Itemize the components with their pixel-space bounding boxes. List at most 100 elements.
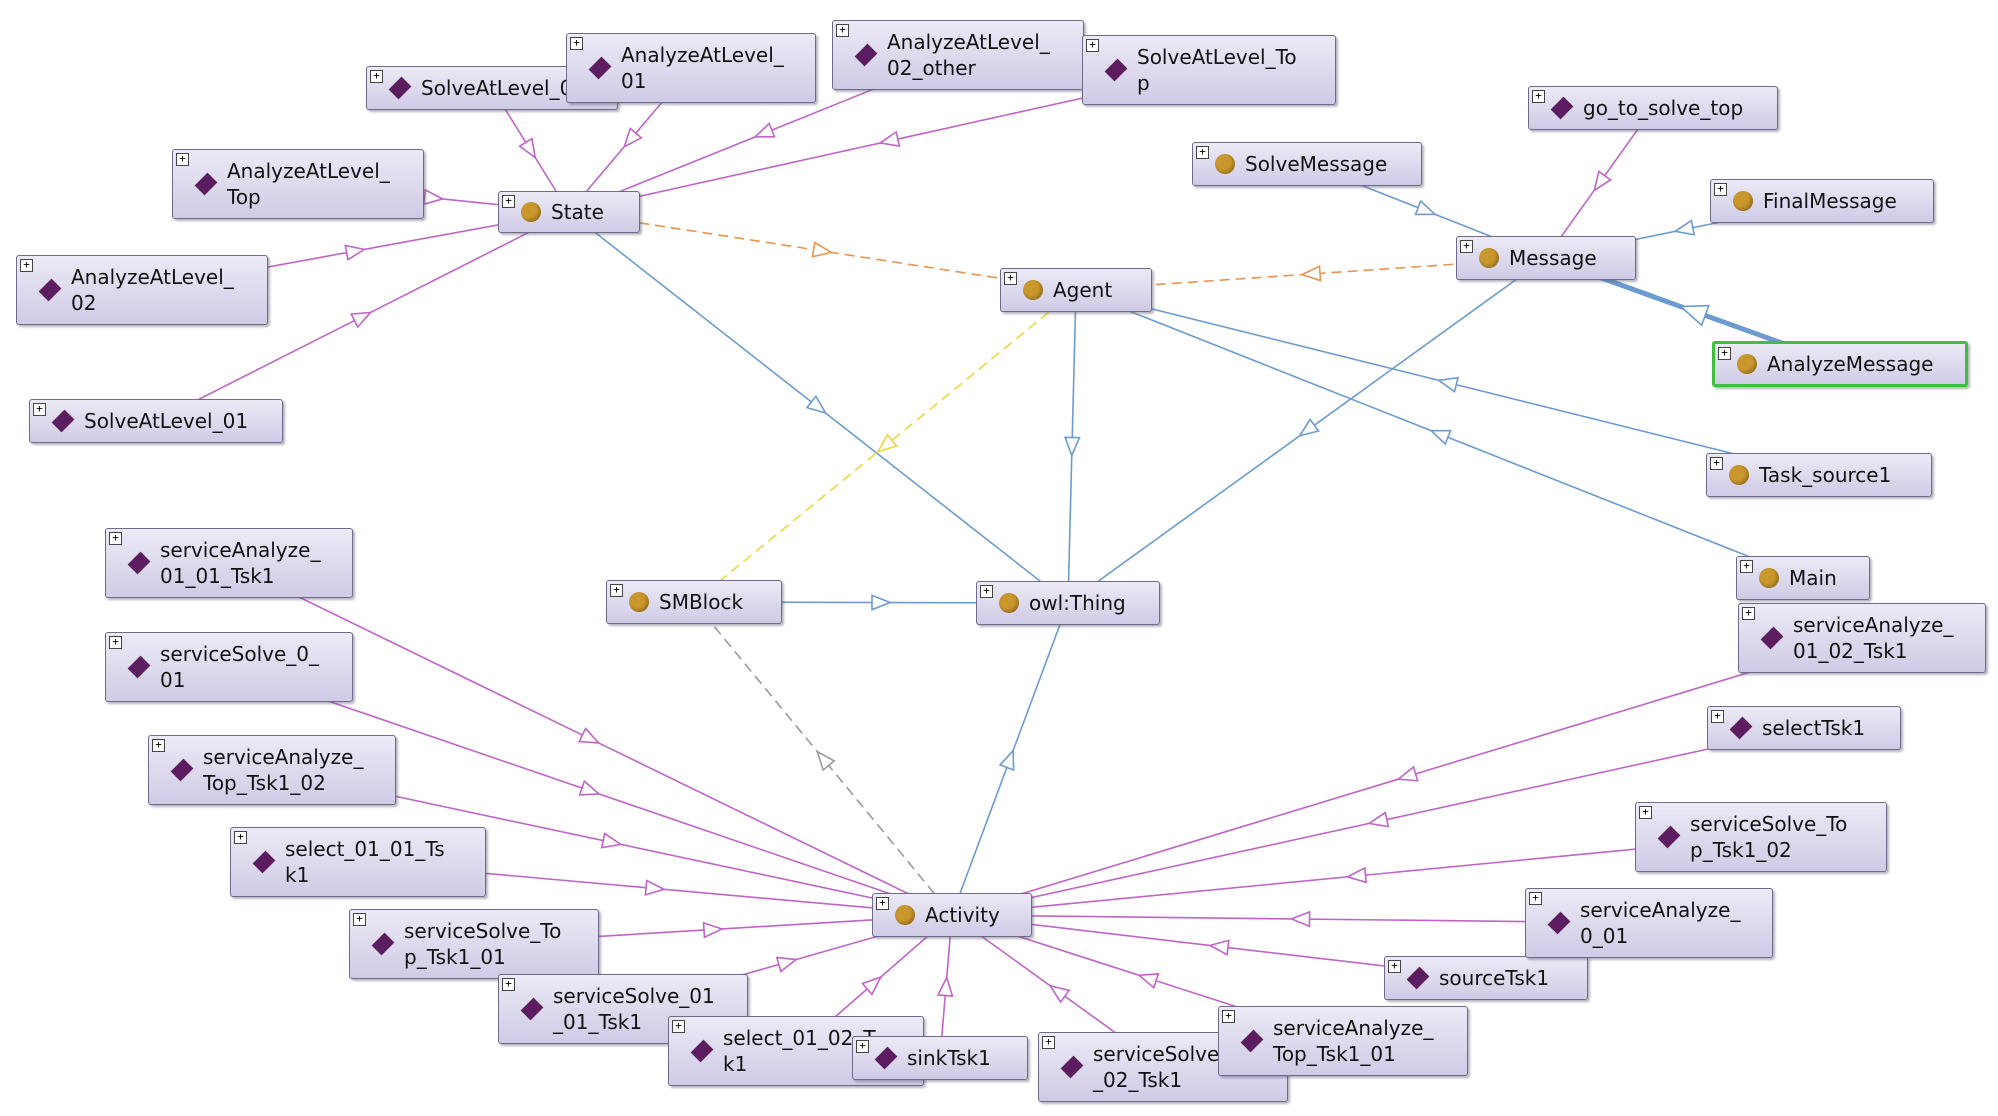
class-node-main[interactable]: + Main <box>1736 556 1870 600</box>
individual-node-serviceanalyze_top_tsk1_01[interactable]: +serviceAnalyze_ Top_Tsk1_01 <box>1218 1006 1468 1076</box>
node-label: State <box>551 200 604 224</box>
class-node-state[interactable]: + State <box>498 191 640 233</box>
expand-icon[interactable]: + <box>1639 806 1652 819</box>
expand-icon[interactable]: + <box>856 1040 869 1053</box>
node-label: serviceSolve_0_ 01 <box>160 642 319 692</box>
class-node-analyzemessage[interactable]: + AnalyzeMessage <box>1712 341 1968 387</box>
individual-node-servicesolve_0_01[interactable]: + serviceSolve_0_ 01 <box>105 632 353 702</box>
individual-node-servicesolve_top_tsk1_01[interactable]: +serviceSolve_To p_Tsk1_01 <box>349 909 599 979</box>
class-circle-icon <box>1215 154 1235 174</box>
individual-diamond-icon <box>51 409 75 433</box>
expand-icon[interactable]: + <box>1086 39 1099 52</box>
node-label: SolveAtLevel_0 <box>421 76 573 100</box>
individual-diamond-icon <box>1104 58 1128 82</box>
class-node-owlthing[interactable]: +owl:Thing <box>976 581 1160 625</box>
expand-icon[interactable]: + <box>1222 1010 1235 1023</box>
expand-icon[interactable]: + <box>1740 560 1753 573</box>
edge-arrowhead <box>1436 376 1460 394</box>
edge-arrowhead <box>753 122 776 138</box>
node-label: serviceAnalyze_ 01_02_Tsk1 <box>1793 613 1954 663</box>
node-label: sourceTsk1 <box>1439 966 1550 990</box>
expand-icon[interactable]: + <box>1711 710 1724 723</box>
individual-node-servicesolve_top_tsk1_02[interactable]: +serviceSolve_To p_Tsk1_02 <box>1635 802 1887 872</box>
individual-node-go_to_solve_top[interactable]: + go_to_solve_top <box>1528 86 1778 130</box>
class-node-activity[interactable]: +Activity <box>872 893 1032 937</box>
class-node-finalmessage[interactable]: +FinalMessage <box>1710 179 1934 223</box>
individual-node-analyzeatlevel_02_other[interactable]: + AnalyzeAtLevel_ 02_other <box>832 20 1084 90</box>
edge-arrowhead <box>1207 939 1230 956</box>
individual-node-solveatlevel_01[interactable]: +SolveAtLevel_01 <box>29 399 283 443</box>
expand-icon[interactable]: + <box>1710 457 1723 470</box>
class-node-message[interactable]: +Message <box>1456 236 1636 280</box>
individual-diamond-icon <box>1657 825 1681 849</box>
expand-icon[interactable]: + <box>980 585 993 598</box>
individual-node-analyzeatlevel_top[interactable]: +AnalyzeAtLevel_ Top <box>172 149 424 219</box>
class-circle-icon <box>521 202 541 222</box>
expand-icon[interactable]: + <box>1460 240 1473 253</box>
individual-diamond-icon <box>1240 1029 1264 1053</box>
expand-icon[interactable]: + <box>109 636 122 649</box>
expand-icon[interactable]: + <box>20 259 33 272</box>
expand-icon[interactable]: + <box>876 897 889 910</box>
node-label: AnalyzeAtLevel_ 02_other <box>887 30 1050 80</box>
individual-node-analyzeatlevel_01[interactable]: +AnalyzeAtLevel_ 01 <box>566 33 816 103</box>
class-circle-icon <box>1023 280 1043 300</box>
expand-icon[interactable]: + <box>502 978 515 991</box>
individual-node-analyzeatlevel_02[interactable]: +AnalyzeAtLevel_ 02 <box>16 255 268 325</box>
individual-node-serviceanalyze_0_01[interactable]: +serviceAnalyze_ 0_01 <box>1525 888 1773 958</box>
expand-icon[interactable]: + <box>502 195 515 208</box>
node-label: selectTsk1 <box>1762 716 1866 740</box>
node-label: SMBlock <box>659 590 744 614</box>
class-node-smblock[interactable]: + SMBlock <box>606 580 782 624</box>
expand-icon[interactable]: + <box>1714 183 1727 196</box>
individual-node-solveatlevel_top[interactable]: +SolveAtLevel_To p <box>1082 35 1336 105</box>
expand-icon[interactable]: + <box>152 739 165 752</box>
individual-node-selecttsk1[interactable]: + selectTsk1 <box>1707 706 1901 750</box>
expand-icon[interactable]: + <box>234 831 247 844</box>
edge-arrowhead <box>1673 219 1696 236</box>
individual-node-serviceanalyze_01_01_tsk1[interactable]: + serviceAnalyze_ 01_01_Tsk1 <box>105 528 353 598</box>
expand-icon[interactable]: + <box>33 403 46 416</box>
class-node-agent[interactable]: + Agent <box>1000 268 1152 312</box>
expand-icon[interactable]: + <box>836 24 849 37</box>
class-node-solvemessage[interactable]: + SolveMessage <box>1192 142 1422 186</box>
node-label: go_to_solve_top <box>1583 96 1744 120</box>
node-label: serviceAnalyze_ 01_01_Tsk1 <box>160 538 321 588</box>
expand-icon[interactable]: + <box>109 532 122 545</box>
node-label: AnalyzeMessage <box>1767 352 1934 376</box>
edge-arrowhead <box>1593 170 1613 193</box>
individual-node-sourcetsk1[interactable]: + sourceTsk1 <box>1384 956 1588 1000</box>
expand-icon[interactable]: + <box>672 1020 685 1033</box>
edge-arrowhead <box>1136 973 1160 989</box>
individual-node-sinktsk1[interactable]: +sinkTsk1 <box>852 1036 1028 1080</box>
individual-node-select_01_01_tsk1[interactable]: + select_01_01_Ts k1 <box>230 827 486 897</box>
expand-icon[interactable]: + <box>1532 90 1545 103</box>
node-label: Main <box>1789 566 1837 590</box>
individual-diamond-icon <box>874 1046 898 1070</box>
individual-node-serviceanalyze_01_02_tsk1[interactable]: + serviceAnalyze_ 01_02_Tsk1 <box>1738 603 1986 673</box>
expand-icon[interactable]: + <box>353 913 366 926</box>
expand-icon[interactable]: + <box>1042 1036 1055 1049</box>
individual-node-serviceanalyze_top_tsk1_02[interactable]: +serviceAnalyze_ Top_Tsk1_02 <box>148 735 396 805</box>
node-label: select_01_01_Ts k1 <box>285 837 445 887</box>
expand-icon[interactable]: + <box>610 584 623 597</box>
edge-arrowhead <box>1297 417 1320 438</box>
expand-icon[interactable]: + <box>370 70 383 83</box>
class-node-task_source1[interactable]: +Task_source1 <box>1706 453 1932 497</box>
individual-diamond-icon <box>520 997 544 1021</box>
edge-arrowhead <box>878 130 901 148</box>
expand-icon[interactable]: + <box>1388 960 1401 973</box>
expand-icon[interactable]: + <box>1742 607 1755 620</box>
class-circle-icon <box>895 905 915 925</box>
expand-icon[interactable]: + <box>1196 146 1209 159</box>
expand-icon[interactable]: + <box>1529 892 1542 905</box>
node-label: select_01_02_T k1 <box>723 1026 876 1076</box>
edge-arrowhead <box>600 832 623 849</box>
expand-icon[interactable]: + <box>176 153 189 166</box>
expand-icon[interactable]: + <box>1004 272 1017 285</box>
node-label: Agent <box>1053 278 1113 302</box>
expand-icon[interactable]: + <box>1718 347 1731 360</box>
expand-icon[interactable]: + <box>570 37 583 50</box>
node-label: SolveMessage <box>1245 152 1388 176</box>
